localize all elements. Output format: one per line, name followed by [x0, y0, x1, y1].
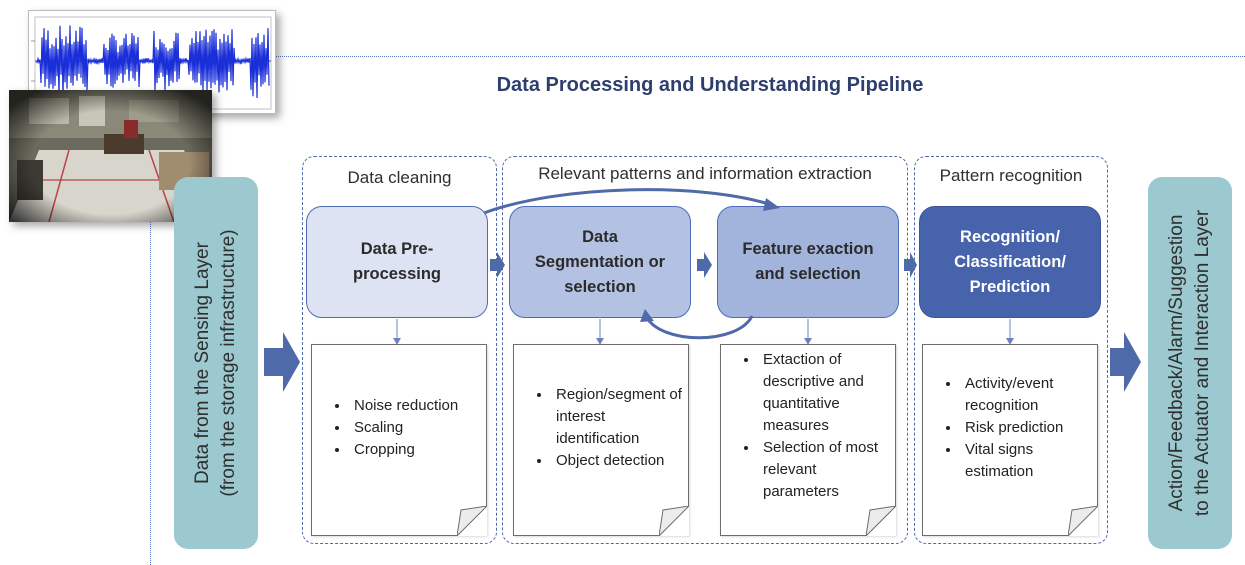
note-data-cleaning: Noise reduction Scaling Cropping	[311, 344, 487, 536]
note-item: Scaling	[350, 417, 486, 439]
step-label-line: Data	[582, 227, 618, 246]
feedback-curve-top	[483, 188, 773, 215]
step-label-line: Prediction	[969, 277, 1051, 296]
page-fold-icon	[457, 506, 487, 536]
page-title: Data Processing and Understanding Pipeli…	[496, 74, 924, 96]
note-item: Activity/event recognition	[961, 373, 1097, 417]
step-arrow	[904, 252, 917, 278]
step-label-line: and selection	[755, 265, 861, 283]
note-connector-head	[1006, 338, 1014, 345]
step-label-line: Classification/	[954, 252, 1066, 271]
step-label-line: Recognition/	[960, 227, 1060, 246]
note-item: Cropping	[350, 439, 486, 461]
note-item: Risk prediction	[961, 417, 1097, 439]
feedback-arrowhead	[640, 309, 654, 322]
note-item: Object detection	[552, 450, 688, 472]
step-label-line: Data Pre-	[360, 240, 434, 258]
note-recognition: Activity/event recognition Risk predicti…	[922, 344, 1098, 536]
note-item: Region/segment of interest identificatio…	[552, 384, 688, 450]
section-title-data-cleaning: Data cleaning	[347, 168, 452, 187]
note-connector-head	[596, 338, 604, 345]
step-label-line: Feature exaction	[742, 240, 874, 258]
step-data-preprocessing: Data Pre- processing	[306, 206, 488, 318]
actuator-layer-panel: Action/Feedback/Alarm/Suggestion to the …	[1148, 177, 1232, 549]
feedback-arrowhead	[763, 198, 780, 211]
section-title-pattern-recognition: Pattern recognition	[939, 166, 1083, 185]
feedback-curve-bottom	[644, 315, 754, 340]
section-title-pattern-extraction: Relevant patterns and information extrac…	[538, 164, 872, 183]
step-data-segmentation: Data Segmentation or selection	[509, 206, 691, 318]
note-connector-head	[804, 338, 812, 345]
note-item: Noise reduction	[350, 395, 486, 417]
note-item: Vital signs estimation	[961, 439, 1097, 483]
step-recognition: Recognition/ Classification/ Prediction	[919, 206, 1101, 318]
section-pattern-recognition	[914, 156, 1108, 544]
page-fold-icon	[659, 506, 689, 536]
step-label-line: processing	[352, 265, 442, 283]
input-arrow	[264, 332, 300, 392]
section-data-cleaning	[302, 156, 497, 544]
page-fold-icon	[866, 506, 896, 536]
note-item: Extaction of descriptive and quantitativ…	[759, 349, 895, 437]
section-pattern-extraction	[502, 156, 908, 544]
step-arrow	[490, 252, 505, 278]
step-label-line: Segmentation or	[534, 252, 666, 271]
camera-thumbnail	[9, 90, 212, 222]
left-divider	[150, 56, 151, 565]
note-feature-extraction: Extaction of descriptive and quantitativ…	[720, 344, 896, 536]
step-label-line: selection	[564, 277, 636, 296]
step-arrow	[697, 252, 712, 278]
step-feature-extraction: Feature exaction and selection	[717, 206, 899, 318]
note-segmentation: Region/segment of interest identificatio…	[513, 344, 689, 536]
note-item: Selection of most relevant parameters	[759, 437, 895, 503]
page-fold-icon	[1068, 506, 1098, 536]
output-arrow	[1110, 332, 1141, 392]
note-connector-head	[393, 338, 401, 345]
sensing-layer-panel: Data from the Sensing Layer (from the st…	[174, 177, 258, 549]
header-divider	[150, 56, 1245, 57]
